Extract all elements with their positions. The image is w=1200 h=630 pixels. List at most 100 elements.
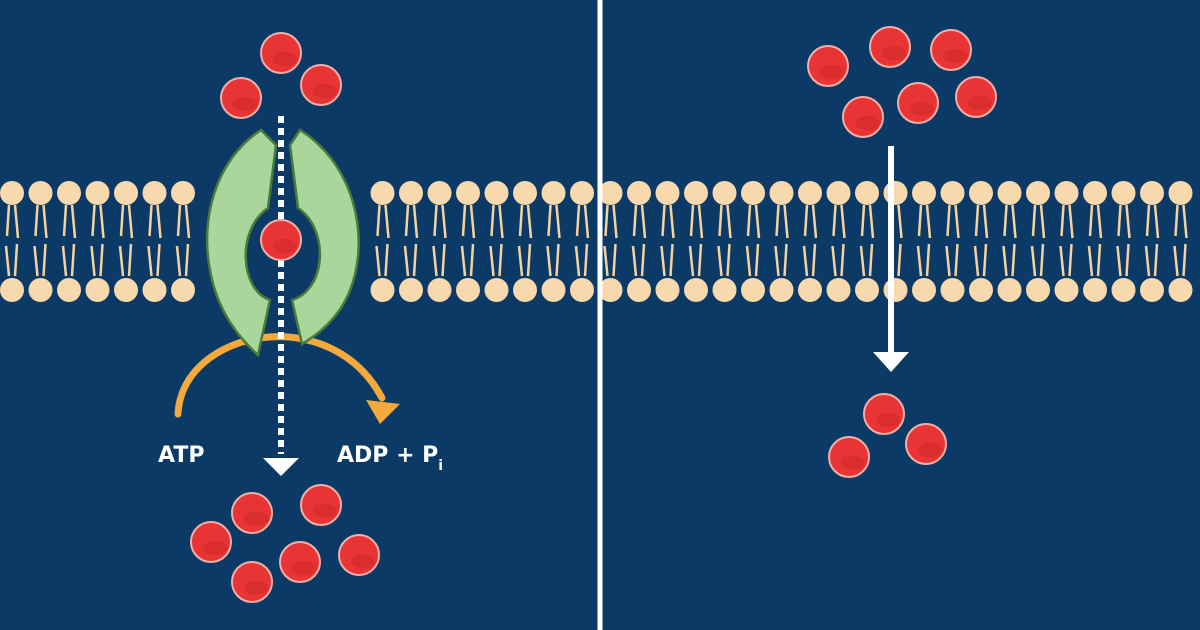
lipid-head xyxy=(712,278,737,302)
lipid xyxy=(0,181,24,302)
lipid-head xyxy=(1168,278,1193,302)
lipid-head xyxy=(171,181,195,205)
lipid-head xyxy=(940,278,965,302)
lipid-head xyxy=(1140,181,1164,205)
molecule-inside xyxy=(190,521,232,563)
lipid xyxy=(171,181,195,302)
lipid-head xyxy=(28,278,53,302)
lipid-head xyxy=(912,278,936,302)
lipid-head xyxy=(57,278,81,302)
active-transport-panel: ATP ADP + Pi xyxy=(158,32,443,603)
adp-label: ADP + Pi xyxy=(337,443,443,474)
lipid-head xyxy=(627,181,651,205)
lipid-head xyxy=(969,181,993,205)
lipid-head xyxy=(541,278,566,302)
molecule-inside xyxy=(300,484,342,526)
lipid-head xyxy=(114,278,138,302)
lipid-head xyxy=(598,278,623,302)
lipid-head xyxy=(655,278,680,302)
lipid-head xyxy=(142,181,167,205)
lipid-head xyxy=(598,181,623,205)
lipid xyxy=(85,181,110,302)
lipid xyxy=(1083,181,1107,302)
lipid xyxy=(1168,181,1193,302)
lipid-head xyxy=(171,278,195,302)
molecule-inside xyxy=(338,534,380,576)
lipid-head xyxy=(969,278,993,302)
transport-protein xyxy=(205,128,360,358)
molecule-outside xyxy=(260,32,302,74)
molecule-in-channel xyxy=(260,219,302,261)
lipid xyxy=(912,181,936,302)
lipid-head xyxy=(1111,181,1136,205)
lipid-head xyxy=(484,278,509,302)
lipid xyxy=(769,181,794,302)
lipid xyxy=(1026,181,1050,302)
lipid-head xyxy=(370,278,395,302)
lipid xyxy=(427,181,452,302)
lipid xyxy=(627,181,651,302)
lipid-head xyxy=(655,181,680,205)
lipid xyxy=(570,181,594,302)
lipid-head xyxy=(997,181,1022,205)
lipid-head xyxy=(456,181,480,205)
lipid-head xyxy=(826,278,851,302)
lipid-head xyxy=(570,278,594,302)
lipid-head xyxy=(883,181,908,205)
lipid xyxy=(969,181,993,302)
lipid xyxy=(741,181,765,302)
protein-right-half xyxy=(288,128,360,346)
lipid-head xyxy=(570,181,594,205)
molecule-inside xyxy=(863,393,905,435)
lipid-head xyxy=(826,181,851,205)
lipid-head xyxy=(940,181,965,205)
lipid-head xyxy=(513,181,537,205)
molecule-outside xyxy=(930,29,972,71)
lipid-head xyxy=(1054,181,1079,205)
lipid-head xyxy=(855,181,879,205)
left-molecules xyxy=(190,32,380,603)
lipid-head xyxy=(912,181,936,205)
molecule-inside xyxy=(231,492,273,534)
lipid-head xyxy=(85,278,110,302)
molecule-outside xyxy=(300,64,342,106)
molecule-inside xyxy=(231,561,273,603)
lipid xyxy=(114,181,138,302)
lipid-head xyxy=(1054,278,1079,302)
molecule-inside xyxy=(905,423,947,465)
lipid-head xyxy=(997,278,1022,302)
lipid-head xyxy=(370,181,395,205)
right-molecules xyxy=(807,26,997,478)
lipid-head xyxy=(684,181,708,205)
lipid-head xyxy=(684,278,708,302)
lipid-head xyxy=(769,278,794,302)
lipid-head xyxy=(0,181,24,205)
molecule-inside xyxy=(828,436,870,478)
lipid xyxy=(997,181,1022,302)
lipid xyxy=(1111,181,1136,302)
lipid-head xyxy=(1111,278,1136,302)
lipid-head xyxy=(541,181,566,205)
lipid-head xyxy=(85,181,110,205)
lipid xyxy=(456,181,480,302)
lipid xyxy=(1140,181,1164,302)
lipid-head xyxy=(456,278,480,302)
molecule-outside xyxy=(807,45,849,87)
lipid-head xyxy=(741,278,765,302)
lipid xyxy=(655,181,680,302)
lipid-head xyxy=(883,278,908,302)
molecule-outside xyxy=(955,76,997,118)
molecule-outside xyxy=(220,77,262,119)
lipid-head xyxy=(1026,278,1050,302)
atp-arrow-head xyxy=(366,400,400,424)
lipid-head xyxy=(1168,181,1193,205)
lipid-head xyxy=(484,181,509,205)
lipid xyxy=(142,181,167,302)
lipid-head xyxy=(513,278,537,302)
lipid xyxy=(826,181,851,302)
molecule-outside xyxy=(842,96,884,138)
lipid xyxy=(1054,181,1079,302)
lipid-head xyxy=(1083,181,1107,205)
lipid xyxy=(484,181,509,302)
